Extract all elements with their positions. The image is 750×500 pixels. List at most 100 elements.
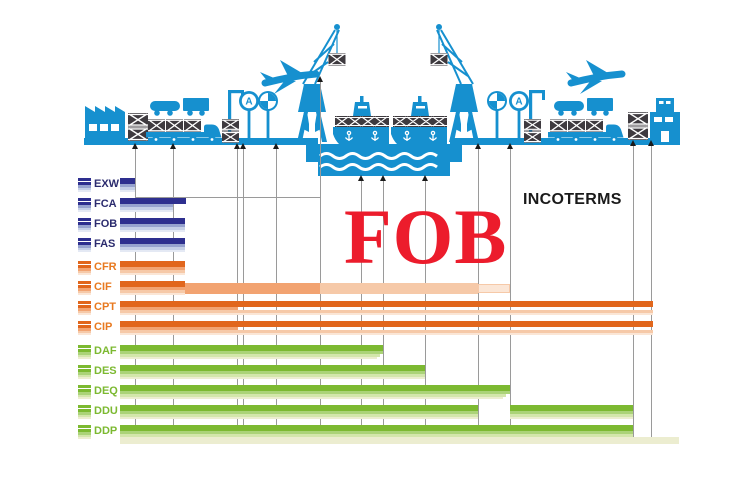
incoterm-label-ddu: DDU: [94, 405, 118, 417]
incoterm-label-ddp: DDP: [94, 425, 118, 437]
bar-cpt-dark: [120, 301, 653, 307]
port-logistics-illustration: A: [84, 23, 680, 176]
bar-cip-palest: [120, 332, 653, 335]
milestone-guide-line: [237, 147, 238, 443]
milestone-arrow-icon: [475, 143, 481, 149]
milestone-guide-line: [320, 80, 321, 443]
highlighted-term: FOB: [344, 193, 508, 280]
incoterm-label-deq: DEQ: [94, 385, 118, 397]
swatch-stripe: [78, 227, 91, 230]
legend-swatch-ddp: [78, 425, 91, 439]
bar-cif-palest: [120, 292, 185, 295]
swatch-stripe: [78, 365, 91, 368]
bar-fas-dark: [120, 238, 185, 244]
bar-cif-extension: [185, 282, 320, 294]
bar-fas-mid: [120, 243, 185, 247]
swatch-stripe: [78, 389, 91, 392]
swatch-stripe: [78, 270, 91, 273]
swatch-stripe: [78, 209, 91, 212]
bar-fob-pale: [120, 227, 185, 230]
swatch-stripe: [78, 292, 91, 295]
swatch-stripe: [78, 261, 91, 264]
milestone-arrow-icon: [358, 175, 364, 181]
swatch-stripe: [78, 376, 91, 379]
milestone-arrow-icon: [240, 143, 246, 149]
swatch-stripe: [78, 225, 91, 228]
bar-ddu-palest: [120, 416, 478, 419]
swatch-stripe: [78, 392, 91, 395]
swatch-stripe: [78, 218, 91, 221]
bar-cpt-mid: [120, 306, 238, 310]
bar-cpt-pale: [120, 310, 653, 313]
swatch-stripe: [78, 201, 91, 203]
milestone-arrow-icon: [380, 175, 386, 181]
bar-fca-mid: [120, 203, 173, 207]
swatch-stripe: [78, 281, 91, 284]
bar-cip-dark: [120, 321, 653, 327]
swatch-stripe: [78, 368, 91, 370]
swatch-stripe: [78, 182, 91, 185]
bar-ddp-mid: [120, 430, 633, 434]
bar-deq-pale: [120, 394, 506, 397]
bar-ddp-pale: [120, 434, 633, 437]
milestone-guide-line: [651, 144, 652, 443]
milestone-arrow-icon: [170, 143, 176, 149]
bar-deq-mid: [120, 390, 510, 394]
swatch-stripe: [78, 189, 91, 192]
swatch-stripe: [78, 241, 91, 243]
legend-swatch-cpt: [78, 301, 91, 315]
bar-cfr-mid: [120, 266, 185, 270]
swatch-stripe: [78, 185, 91, 188]
bar-deq-dark: [120, 385, 510, 391]
swatch-stripe: [78, 409, 91, 412]
bar-cpt-palest: [120, 312, 653, 315]
swatch-stripe: [78, 284, 91, 286]
bar-fob-dark: [120, 218, 185, 224]
swatch-stripe: [78, 181, 91, 183]
swatch-stripe: [78, 325, 91, 328]
bar-fca-palest: [120, 209, 173, 212]
swatch-stripe: [78, 425, 91, 428]
bar-ddu-pale: [120, 414, 478, 417]
swatch-stripe: [78, 388, 91, 390]
bar-fca-dark: [120, 198, 186, 204]
bar-fob-palest: [120, 229, 185, 232]
incoterm-label-cfr: CFR: [94, 261, 117, 273]
step-connector-line: [135, 197, 320, 198]
bar-cfr-dark: [120, 261, 185, 267]
swatch-stripe: [78, 428, 91, 430]
bar-fas-palest: [120, 249, 185, 252]
swatch-stripe: [78, 434, 91, 437]
bar-daf-palest: [120, 356, 377, 359]
swatch-stripe: [78, 221, 91, 223]
bar-cif-mid: [120, 286, 185, 290]
swatch-stripe: [78, 324, 91, 326]
swatch-stripe: [78, 416, 91, 419]
bar-des-palest: [120, 376, 425, 379]
swatch-stripe: [78, 354, 91, 357]
bar-cif-dark: [120, 281, 185, 287]
milestone-arrow-icon: [630, 140, 636, 146]
swatch-stripe: [78, 414, 91, 417]
swatch-stripe: [78, 268, 91, 271]
swatch-stripe: [78, 308, 91, 311]
bar-cip-pale: [120, 330, 653, 333]
incoterm-label-des: DES: [94, 365, 117, 377]
bar-fob-mid: [120, 223, 185, 227]
swatch-stripe: [78, 304, 91, 306]
milestone-arrow-icon: [422, 175, 428, 181]
milestone-guide-line: [478, 147, 479, 443]
bar-exw-mid: [120, 183, 135, 187]
swatch-stripe: [78, 356, 91, 359]
swatch-stripe: [78, 301, 91, 304]
swatch-stripe: [78, 285, 91, 288]
incoterm-label-fca: FCA: [94, 198, 117, 210]
bar-exw-dark: [120, 178, 135, 184]
incoterm-label-exw: EXW: [94, 178, 120, 190]
swatch-stripe: [78, 408, 91, 410]
swatch-stripe: [78, 265, 91, 268]
bar-daf-mid: [120, 350, 383, 354]
swatch-stripe: [78, 264, 91, 266]
